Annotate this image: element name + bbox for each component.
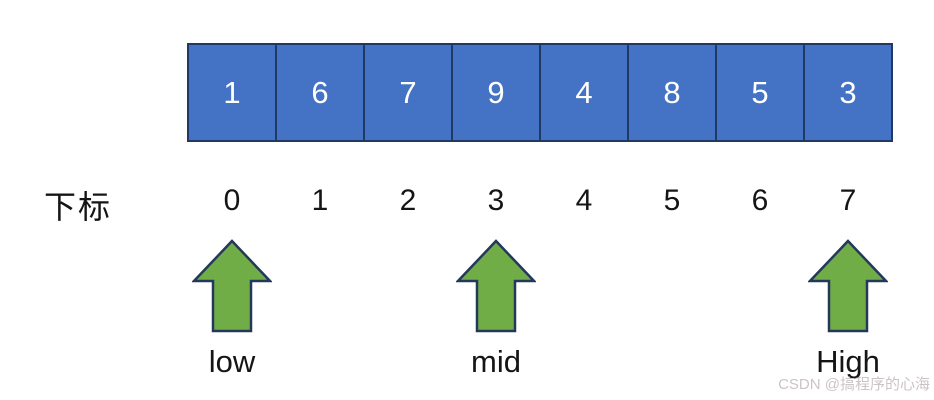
up-arrow-icon [456, 239, 536, 333]
index-label: 4 [575, 184, 593, 217]
index-label: 7 [839, 184, 857, 217]
index-label: 3 [487, 184, 505, 217]
array-cell: 4 [539, 43, 629, 142]
index-label: 5 [663, 184, 681, 217]
array-cell: 3 [803, 43, 893, 142]
watermark: CSDN @搞程序的心海 [778, 376, 930, 393]
up-arrow-icon [808, 239, 888, 333]
up-arrow-icon [192, 239, 272, 333]
index-label: 6 [751, 184, 769, 217]
index-axis-label: 下标 [44, 189, 113, 225]
array-cell: 7 [363, 43, 453, 142]
pointer-label: mid [471, 344, 521, 379]
array-cell: 8 [627, 43, 717, 142]
array-cell: 6 [275, 43, 365, 142]
array-cell: 5 [715, 43, 805, 142]
array-cell: 1 [187, 43, 277, 142]
array-cell: 9 [451, 43, 541, 142]
pointer-high: High [808, 239, 888, 377]
index-label: 1 [311, 184, 329, 217]
index-label: 0 [223, 184, 241, 217]
pointer-low: low [192, 239, 272, 377]
index-label: 2 [399, 184, 417, 217]
pointer-label: High [816, 344, 880, 379]
pointer-mid: mid [456, 239, 536, 377]
pointer-label: low [208, 344, 256, 379]
